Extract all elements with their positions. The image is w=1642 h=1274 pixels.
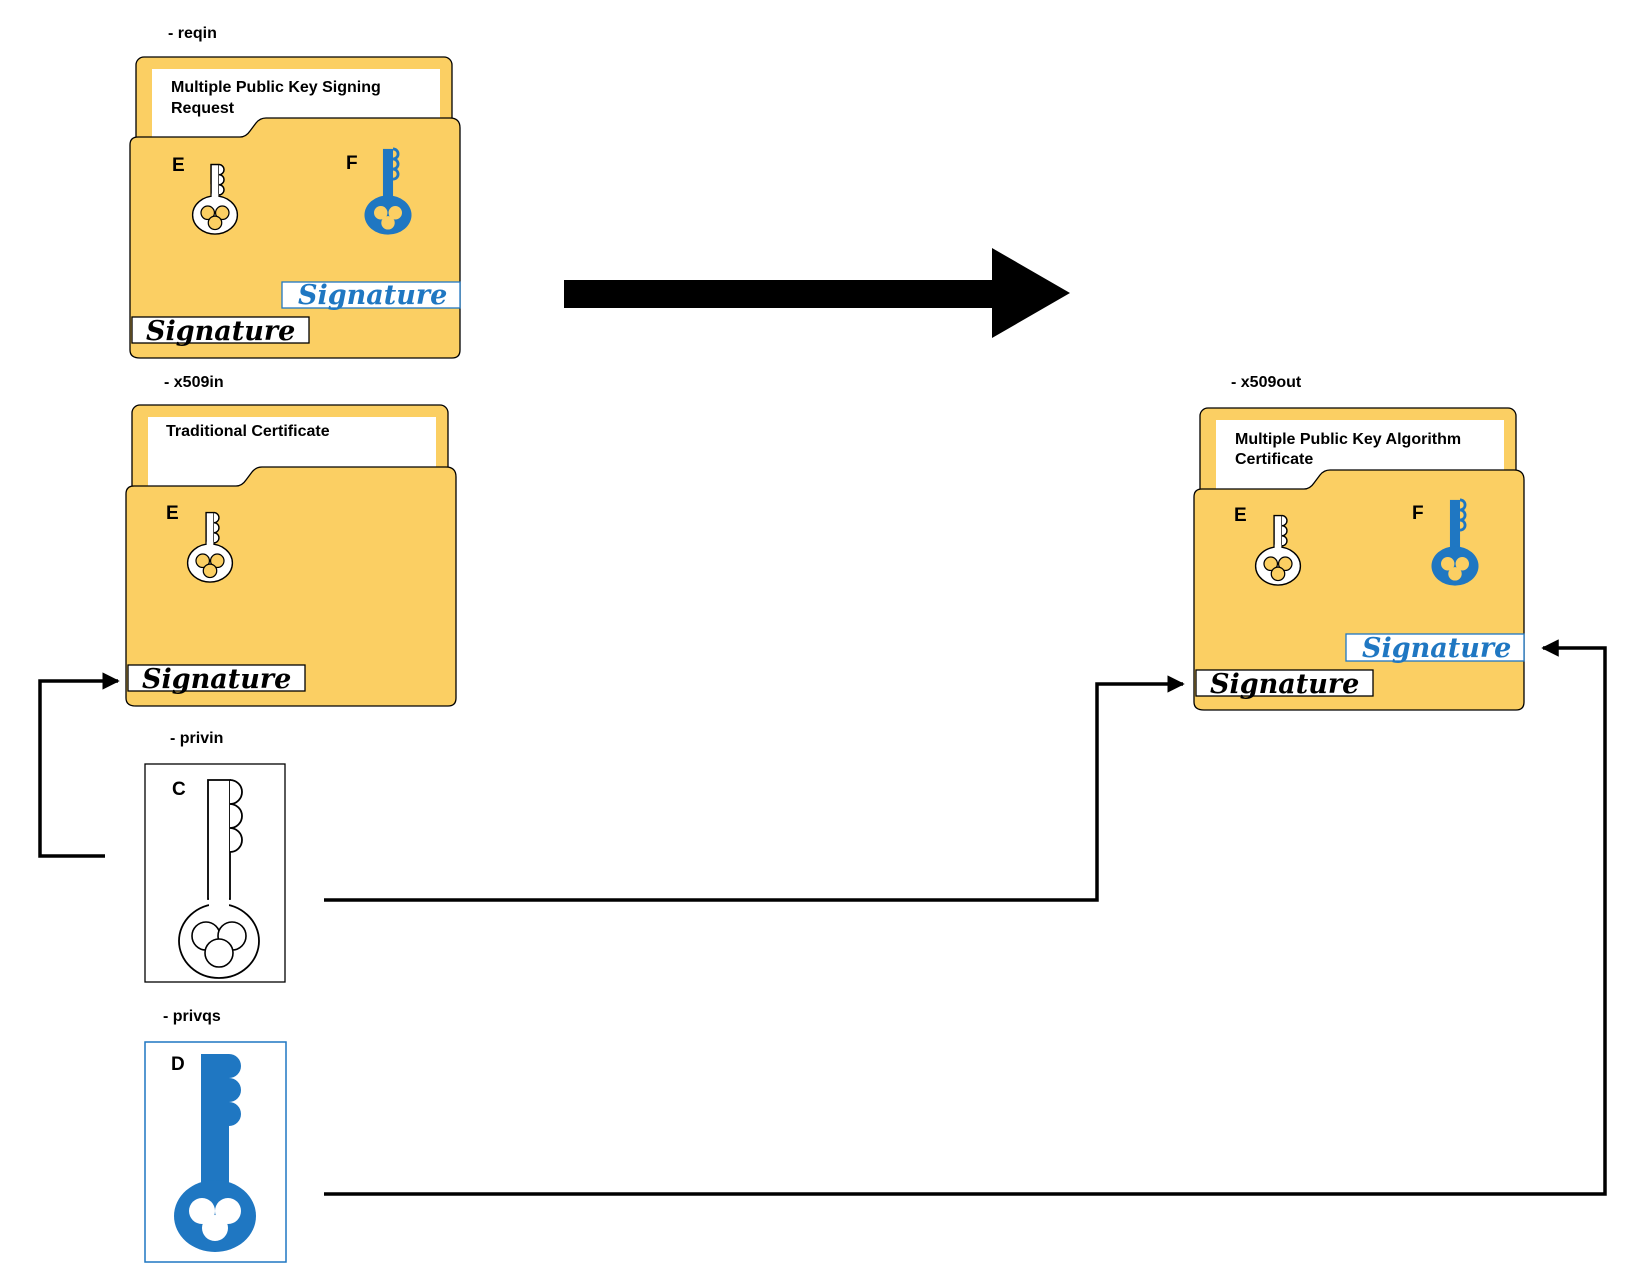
reqin-signature-blue: Signature (298, 280, 447, 311)
x509in-key-e-letter: E (166, 503, 179, 524)
privin-label: - privin (170, 730, 223, 747)
reqin-key-e-letter: E (172, 155, 185, 176)
reqin-signature-blue-box (281, 281, 461, 309)
x509out-label: - x509out (1231, 374, 1302, 391)
x509in-label: - x509in (164, 374, 224, 391)
x509out-key-f-letter: F (1412, 503, 1424, 524)
connector-privin-to-x509out (324, 675, 1185, 902)
key-e-icon (191, 163, 239, 235)
x509out-signature-blue: Signature (1362, 633, 1511, 664)
x509out-group: - x509out Multiple Public Key Algorithm … (1193, 374, 1525, 711)
reqin-signature-black-box (131, 316, 310, 344)
connector-privqs-to-x509out (324, 639, 1607, 1196)
arrow-right-icon (564, 248, 1070, 338)
x509in-signature-black: Signature (142, 664, 291, 695)
reqin-folder: Multiple Public Key Signing Request E F (129, 56, 461, 359)
privin-group: - privin C (144, 730, 286, 983)
key-f-icon (1431, 498, 1479, 586)
key-f-icon (364, 147, 412, 235)
reqin-group: - reqin Multiple Public Key Signing Requ… (129, 25, 461, 359)
x509in-folder: Traditional Certificate E Signature (125, 404, 457, 707)
privqs-label: - privqs (163, 1008, 221, 1025)
x509out-signature-black: Signature (1210, 669, 1359, 700)
key-e-icon (186, 511, 234, 583)
privqs-key-letter: D (171, 1054, 185, 1075)
x509in-group: - x509in Traditional Certificate E Signa… (125, 374, 457, 707)
reqin-title-line1: Multiple Public Key Signing (171, 79, 381, 96)
privin-key-letter: C (172, 779, 186, 800)
reqin-key-f-letter: F (346, 153, 358, 174)
reqin-signature-black: Signature (146, 316, 295, 347)
privqs-group: - privqs D (144, 1008, 287, 1263)
x509in-title-line1: Traditional Certificate (166, 423, 330, 440)
x509out-signature-black-box (1195, 669, 1374, 697)
reqin-label: - reqin (168, 25, 217, 42)
x509out-key-e-letter: E (1234, 505, 1247, 526)
x509out-title-line2: Certificate (1235, 451, 1313, 468)
connector-privin-to-x509in (38, 672, 120, 858)
x509in-signature-black-box (127, 664, 306, 692)
key-c-icon (178, 779, 260, 979)
x509out-folder: Multiple Public Key Algorithm Certificat… (1193, 407, 1525, 711)
reqin-title-line2: Request (171, 100, 235, 117)
x509out-signature-blue-box (1345, 633, 1525, 662)
x509out-title-line1: Multiple Public Key Algorithm (1235, 431, 1461, 448)
key-d-icon (174, 1054, 256, 1252)
